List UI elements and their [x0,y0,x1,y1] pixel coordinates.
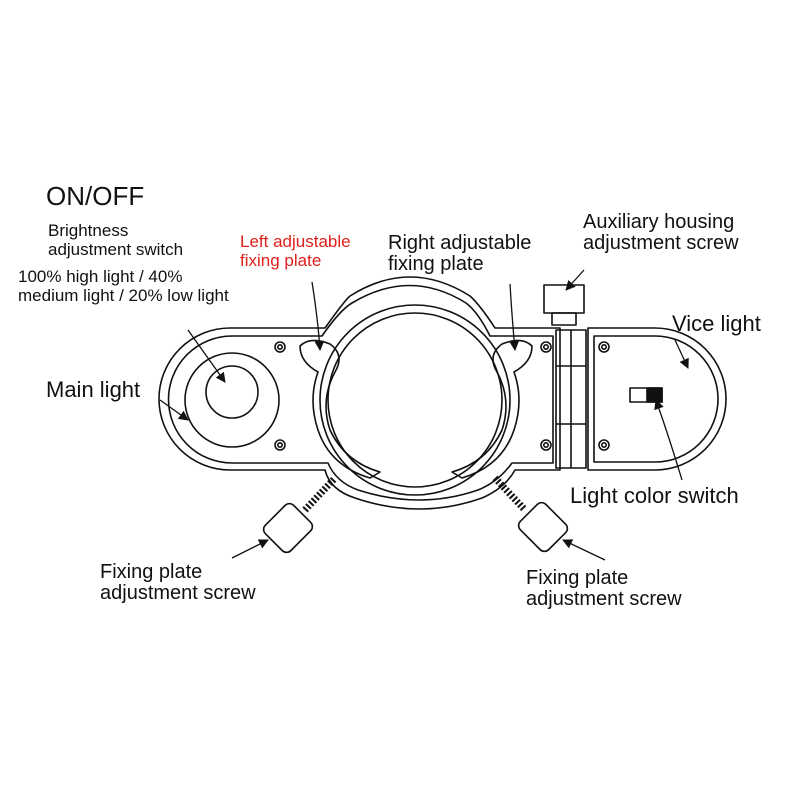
leader-right-plate [509,283,520,351]
main-body-outline [158,276,561,510]
vice-light-housing [587,327,727,471]
lens-inner [327,312,503,488]
leader-vice-light [674,339,689,369]
brightness-label: Brightness adjustment switch [48,221,184,259]
aux-screw-label: Auxiliary housing adjustment screw [583,211,739,254]
screw-right-label: Fixing plate adjustment screw [526,567,682,610]
leader-screw-left [231,539,269,559]
light-levels-label: 100% high light / 40% medium light / 20%… [18,267,229,305]
main-light-ring [184,352,280,448]
right-screw [492,475,569,553]
left-knob [262,502,314,554]
leader-aux-screw [565,269,585,291]
leader-brightness [187,329,226,383]
on-off-label: ON/OFF [46,181,145,211]
left-plate-label: Left adjustable fixing plate [240,232,351,270]
leader-left-plate [311,281,325,351]
screw-left-label: Fixing plate adjustment screw [100,561,256,604]
main-light-lens [205,365,259,419]
leader-screw-right [562,539,606,561]
main-light-label: Main light [46,377,141,402]
left-screw [262,475,338,554]
left-fixing-plate [299,339,381,479]
color-switch-label: Light color switch [570,483,739,508]
right-knob [517,501,569,553]
aux-screw-head [543,284,585,314]
leader-main-light [159,399,189,421]
leader-color-switch [654,399,683,481]
right-fixing-plate [451,339,533,479]
lens-outer [319,304,511,496]
right-plate-label: Right adjustable fixing plate [388,232,532,275]
vice-light-label: Vice light [672,311,761,336]
